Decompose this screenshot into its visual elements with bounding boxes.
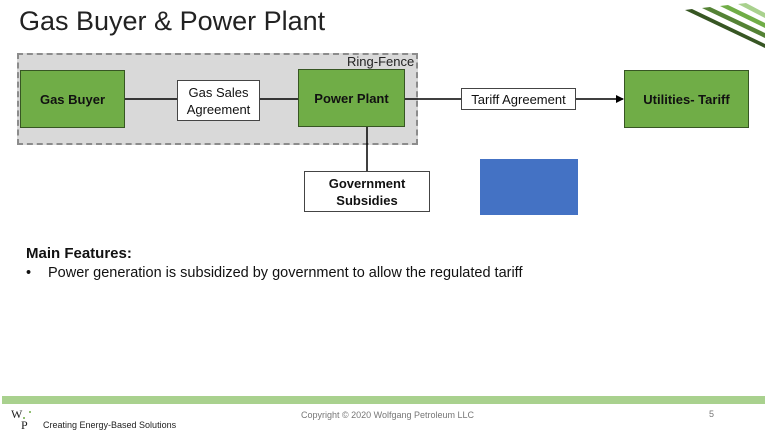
power-plant-label: Power Plant <box>314 90 389 106</box>
gas-buyer-node: Gas Buyer <box>20 70 125 128</box>
gas-sales-agreement-node: Gas Sales Agreement <box>177 80 260 121</box>
utilities-tariff-label: Utilities- Tariff <box>643 91 730 107</box>
corner-stripes-decoration <box>685 3 765 48</box>
tariff-agreement-node: Tariff Agreement <box>461 88 576 110</box>
ring-fence-label: Ring-Fence <box>347 54 415 69</box>
svg-text:W: W <box>11 407 23 421</box>
gas-sales-label-line2: Agreement <box>186 101 251 117</box>
tariff-agreement-label: Tariff Agreement <box>471 91 566 107</box>
utilities-tariff-node: Utilities- Tariff <box>624 70 749 128</box>
wp-logo-icon: W P <box>11 407 31 430</box>
gas-sales-label-line1: Gas Sales <box>188 84 249 100</box>
slide-title: Gas Buyer & Power Plant <box>19 6 326 36</box>
gas-buyer-label: Gas Buyer <box>39 91 106 107</box>
government-label-line2: Subsidies <box>336 192 398 208</box>
government-label-line1: Government <box>328 175 406 191</box>
power-plant-node: Power Plant <box>298 69 405 127</box>
features-heading: Main Features: <box>26 245 132 262</box>
bullet-text: Power generation is subsidized by govern… <box>48 265 523 281</box>
footer-tagline: Creating Energy-Based Solutions <box>43 420 177 430</box>
government-subsidies-node: Government Subsidies <box>304 171 430 212</box>
footer-accent-bar <box>2 396 765 404</box>
blue-placeholder-rect <box>480 159 578 215</box>
page-number: 5 <box>709 409 715 419</box>
features-bullet-item: • Power generation is subsidized by gover… <box>26 265 522 281</box>
bullet-dot-icon: • <box>26 265 32 281</box>
footer-copyright: Copyright © 2020 Wolfgang Petroleum LLC <box>300 410 475 420</box>
svg-text:P: P <box>21 418 28 430</box>
